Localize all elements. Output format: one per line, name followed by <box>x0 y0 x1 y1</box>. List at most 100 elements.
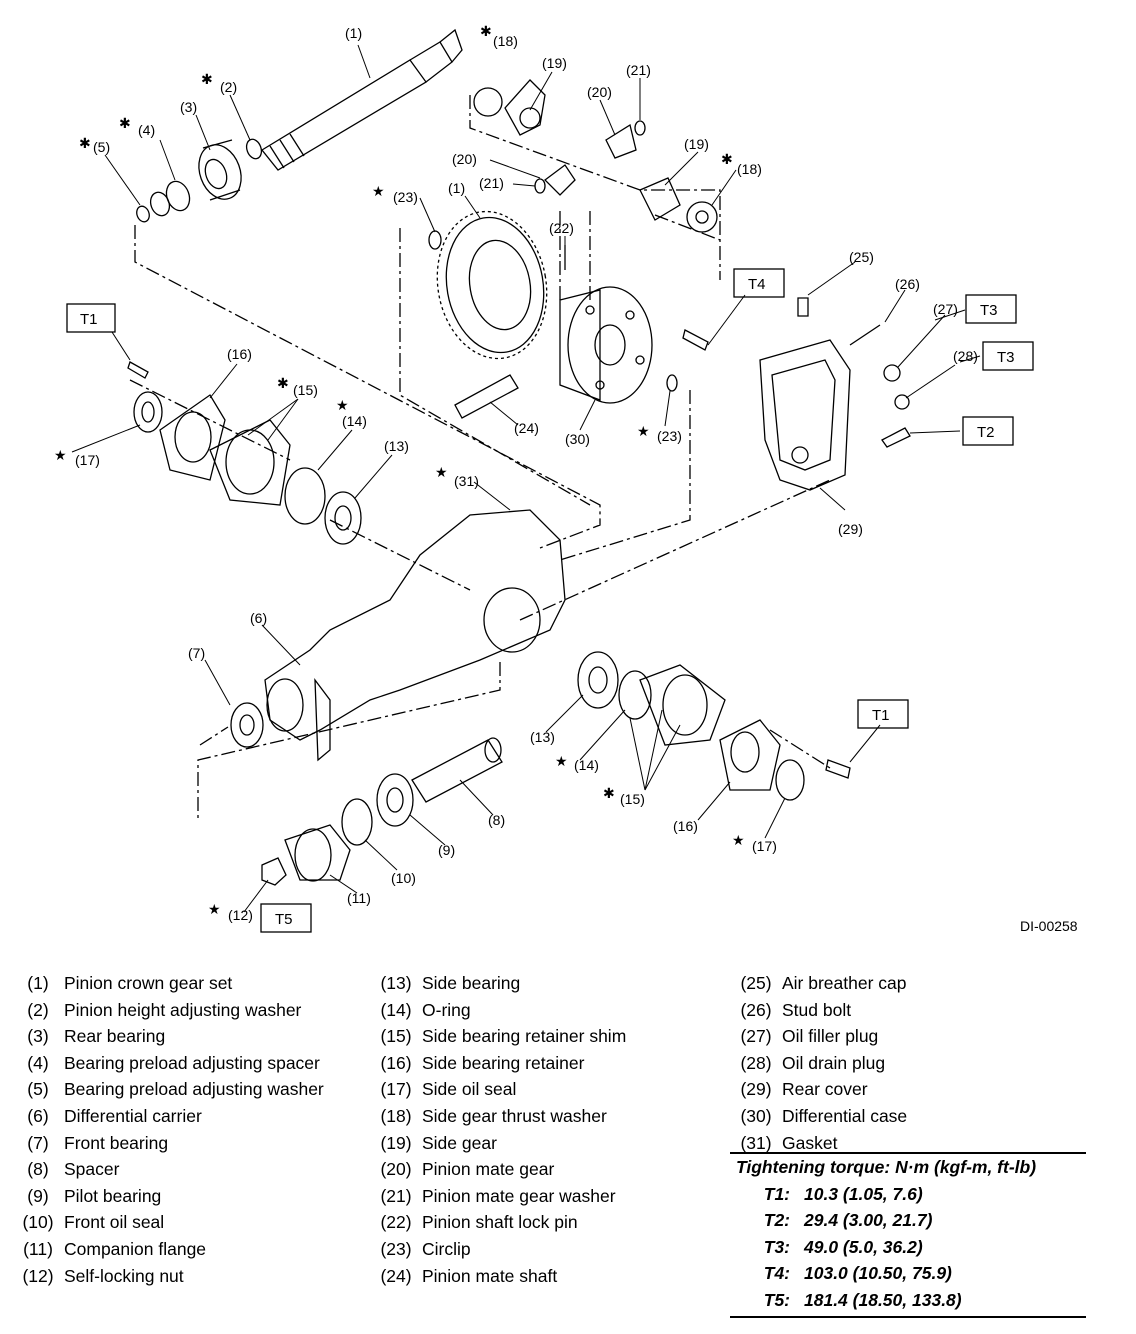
legend-part-name: Pinion mate shaft <box>422 1265 558 1286</box>
legend-number: (7) <box>27 1132 49 1153</box>
asterisk-marker: ✱ <box>201 71 213 87</box>
callout-23-top: (23) <box>393 189 418 205</box>
legend-number: (4) <box>27 1052 49 1073</box>
legend-number: (13) <box>380 973 412 993</box>
t1-label-left: T1 <box>80 311 98 328</box>
differential-case-part <box>559 286 653 404</box>
callout-19-top: (19) <box>542 55 567 71</box>
legend-number: (26) <box>740 999 772 1020</box>
callout-17-left: (17) <box>75 452 100 468</box>
pinion-shaft-part <box>261 28 463 171</box>
callout-17-right: (17) <box>752 838 777 854</box>
legend-part-name: Front bearing <box>64 1132 169 1153</box>
legend-part-name: Front oil seal <box>64 1212 165 1233</box>
asterisk-marker: ✱ <box>603 785 615 801</box>
legend-number: (6) <box>27 1105 49 1126</box>
legend-number: (29) <box>740 1079 772 1100</box>
legend-item: (3)Rear bearing <box>12 1023 324 1050</box>
asterisk-marker: ✱ <box>119 115 131 131</box>
t2-box <box>962 416 1014 446</box>
callout-30: (30) <box>565 431 590 447</box>
legend-column-2: (13)Side bearing(14)O-ring(15)Side beari… <box>370 970 626 1289</box>
callout-15-left: (15) <box>293 382 318 398</box>
callout-29: (29) <box>838 521 863 537</box>
star-marker: ★ <box>732 832 745 848</box>
assembly-guide-lines <box>129 95 831 820</box>
torque-value: 29.4 (3.00, 21.7) <box>804 1210 933 1231</box>
callout-28: (28) <box>953 348 978 364</box>
legend-item: (23)Circlip <box>370 1236 626 1263</box>
t3-box-upper <box>965 294 1017 324</box>
callout-23-right: (23) <box>657 428 682 444</box>
legend-part-name: Oil filler plug <box>782 1026 879 1047</box>
callout-20-top: (20) <box>587 84 612 100</box>
legend-number: (14) <box>380 999 412 1020</box>
legend-part-name: Pinion crown gear set <box>64 973 233 993</box>
legend-item: (2)Pinion height adjusting washer <box>12 997 324 1024</box>
torque-value: 10.3 (1.05, 7.6) <box>804 1183 923 1204</box>
legend-item: (14) O-ring <box>370 997 626 1024</box>
legend-part-name: Circlip <box>422 1238 471 1259</box>
legend-item: (9) Pilot bearing <box>12 1183 324 1210</box>
callout-7: (7) <box>188 645 205 661</box>
star-marker: ★ <box>555 753 568 769</box>
legend-part-name: Companion flange <box>64 1238 207 1259</box>
legend-part-name: Side bearing <box>422 973 521 993</box>
legend-number: (21) <box>380 1185 412 1206</box>
front-pinion-group <box>230 702 503 886</box>
legend-part-name: O-ring <box>422 999 471 1020</box>
rear-bearing-part <box>198 139 242 201</box>
legend-item: (18)Side gear thrust washer <box>370 1103 626 1130</box>
legend-part-name: Side bearing retainer shim <box>422 1026 627 1047</box>
breather-cap-part <box>797 297 809 317</box>
legend-number: (22) <box>380 1212 412 1233</box>
legend-part-name: Bearing preload adjusting washer <box>64 1079 324 1100</box>
callout-1-top: (1) <box>345 25 362 41</box>
legend-number: (9) <box>27 1185 49 1206</box>
legend-part-name: Air breather cap <box>782 973 907 993</box>
torque-table: Tightening torque: N·m (kgf-m, ft-lb) T1… <box>730 1152 1086 1318</box>
callout-9: (9) <box>438 842 455 858</box>
t3-label-upper: T3 <box>980 302 998 319</box>
torque-label: T3: <box>763 1236 790 1257</box>
legend-number: (12) <box>22 1265 54 1286</box>
callout-14-left: (14) <box>342 413 367 429</box>
callout-16-right: (16) <box>673 818 698 834</box>
torque-value: 103.0 (10.50, 75.9) <box>804 1263 952 1284</box>
star-marker: ★ <box>637 423 650 439</box>
legend-part-name: Gasket <box>782 1132 838 1153</box>
asterisk-marker: ✱ <box>277 375 289 391</box>
exploded-view-diagram: (1) (2) (3) (4) (5) (18) (19) (21) (20) … <box>54 23 1034 933</box>
legend-number: (31) <box>740 1132 772 1153</box>
callout-21-mid: (21) <box>479 175 504 191</box>
rear-cover-part <box>759 339 851 491</box>
circlip-part <box>666 374 678 392</box>
legend-column-3: (25)Air breather cap(26)Stud bolt(27)Oil… <box>730 970 907 1156</box>
adjusting-washer-part <box>245 138 263 160</box>
torque-rows: T1:10.3 (1.05, 7.6)T2:29.4 (3.00, 21.7)T… <box>730 1181 1086 1314</box>
torque-row: T4:103.0 (10.50, 75.9) <box>730 1260 1086 1287</box>
right-side-bearing-group <box>577 651 851 801</box>
legend-item: (11)Companion flange <box>12 1236 324 1263</box>
legend-part-name: Rear cover <box>782 1079 868 1100</box>
callout-16-left: (16) <box>227 346 252 362</box>
legend-number: (24) <box>380 1265 412 1286</box>
legend-number: (5) <box>27 1079 49 1100</box>
callout-10: (10) <box>391 870 416 886</box>
torque-row: T5:181.4 (18.50, 133.8) <box>730 1287 1086 1314</box>
legend-part-name: Differential case <box>782 1105 908 1126</box>
legend-number: (27) <box>740 1026 772 1047</box>
callout-6: (6) <box>250 610 267 626</box>
callout-2: (2) <box>220 79 237 95</box>
legend-number: (8) <box>27 1159 49 1180</box>
crown-gear-part <box>428 210 548 360</box>
legend-part-name: Differential carrier <box>64 1105 202 1126</box>
legend-part-name: Bearing preload adjusting spacer <box>64 1052 320 1073</box>
torque-bottom-rule <box>730 1315 1086 1318</box>
legend-item: (12)Self-locking nut <box>12 1263 324 1290</box>
legend-part-name: Side gear thrust washer <box>422 1105 607 1126</box>
legend-part-name: Pilot bearing <box>64 1185 162 1206</box>
diagram-id-code: DI-00258 <box>1020 918 1078 934</box>
legend-item: (8)Spacer <box>12 1156 324 1183</box>
star-marker: ★ <box>208 901 221 917</box>
